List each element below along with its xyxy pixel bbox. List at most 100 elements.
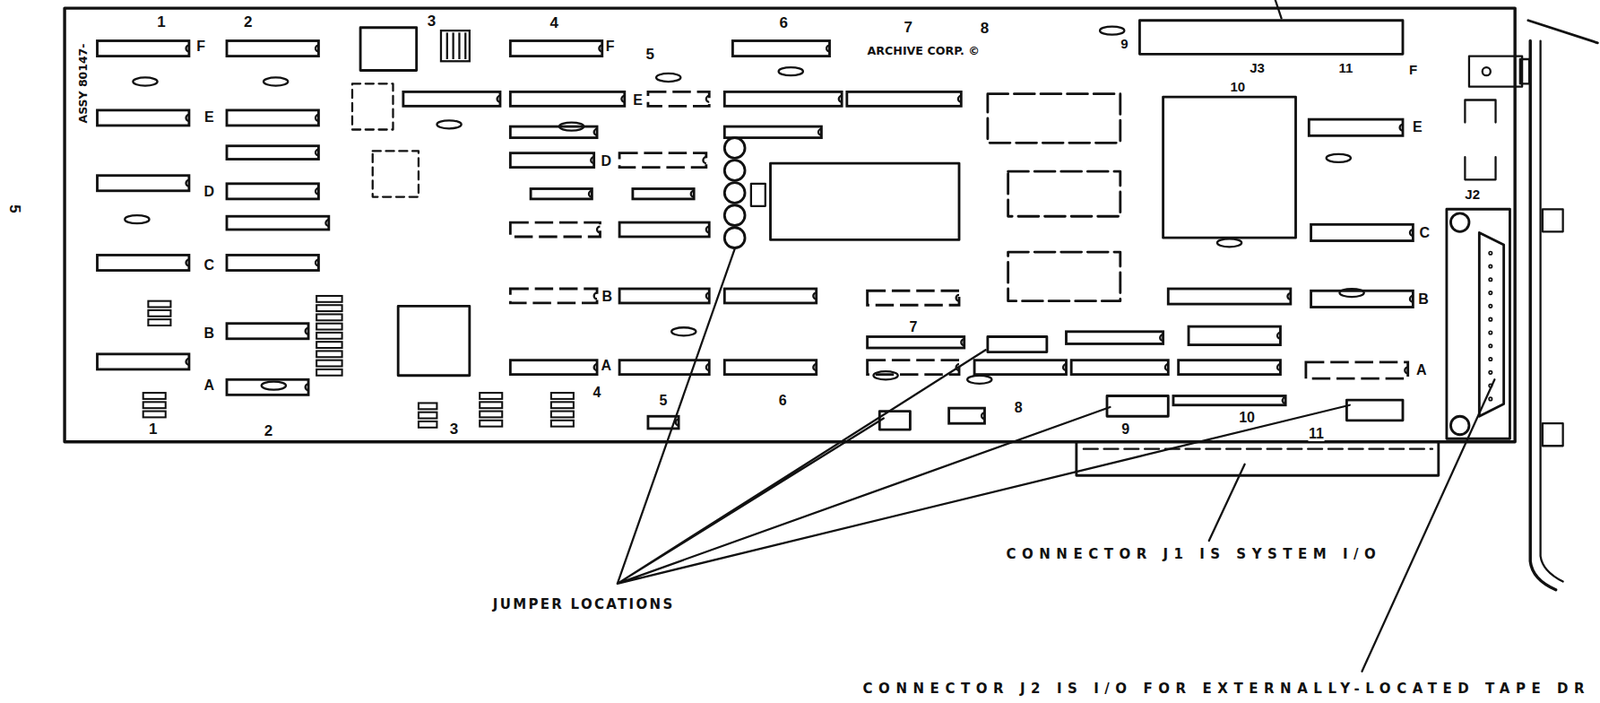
capacitor <box>124 215 149 224</box>
grid-label: 5 <box>644 46 655 62</box>
ic-chip <box>1167 288 1291 304</box>
grid-label: 6 <box>778 15 789 31</box>
crystal <box>360 27 417 71</box>
chip-notch <box>812 293 816 300</box>
capacitor <box>263 77 288 86</box>
grid-label: 10 <box>1229 78 1247 93</box>
ic-chip <box>510 222 600 237</box>
ic-chip <box>97 110 190 126</box>
chip-notch <box>497 95 501 103</box>
chip-notch <box>1404 367 1408 374</box>
resistor <box>551 401 574 408</box>
capacitor <box>967 375 992 384</box>
ic-chip <box>724 126 822 139</box>
chip-notch <box>956 294 960 302</box>
capacitor <box>1326 154 1351 163</box>
dsub-pin <box>1488 317 1492 320</box>
chip-notch <box>1282 397 1286 404</box>
grid-label: 11 <box>1307 426 1325 442</box>
grid-label: 2 <box>242 13 253 29</box>
resistor <box>147 301 171 308</box>
grid-label: 11 <box>1338 60 1355 75</box>
chip-notch <box>956 363 960 371</box>
grid-label: E <box>631 93 644 108</box>
grid-label: D <box>599 154 613 169</box>
capacitor <box>1339 288 1364 297</box>
chip-notch <box>960 338 964 346</box>
ic-chip <box>510 91 624 106</box>
chip-notch <box>675 419 679 426</box>
resistor <box>147 319 171 326</box>
ic-chip <box>1071 360 1168 375</box>
ic-chip <box>226 216 329 230</box>
ic-chip <box>97 354 190 370</box>
ic-chip <box>648 415 679 429</box>
grid-label: F <box>195 39 207 54</box>
resistor <box>418 402 437 409</box>
grid-label: 8 <box>979 19 990 35</box>
ic-chip <box>619 153 707 168</box>
chip-notch <box>706 363 710 371</box>
ic-chip <box>226 254 319 270</box>
grid-label: J2 <box>1463 187 1481 201</box>
chip-notch <box>1277 363 1280 371</box>
ic-chip <box>867 337 965 349</box>
resistor <box>551 411 574 418</box>
chip-notch <box>315 114 319 122</box>
grid-label: 5 <box>6 204 22 215</box>
resistor <box>316 350 342 357</box>
grid-label: F <box>1408 62 1419 77</box>
bracket-hole <box>1482 67 1491 76</box>
grid-label: B <box>203 326 217 341</box>
grid-label: 6 <box>778 393 788 408</box>
ic-chip <box>226 379 309 395</box>
callout-text: CONNECTOR J2 IS I/O FOR EXTERNALLY-LOCAT… <box>862 682 1592 696</box>
callout-text: CONNECTOR J1 IS SYSTEM I/O <box>1004 547 1383 562</box>
chip-notch <box>588 190 592 198</box>
grid-label: 4 <box>592 385 603 400</box>
jumper-circle <box>724 182 745 204</box>
ic-chip <box>619 222 710 237</box>
chip-notch <box>958 95 961 103</box>
dsub-pin <box>1488 397 1492 400</box>
chip-notch <box>315 149 319 156</box>
grid-label: 7 <box>908 320 918 335</box>
jumper-block <box>987 337 1047 353</box>
chip-notch <box>315 188 319 195</box>
chip-notch <box>596 226 600 234</box>
dsub-pin <box>1488 291 1492 295</box>
ic-chip <box>619 288 710 303</box>
leader-line <box>1209 464 1246 541</box>
dsub-pin <box>1488 371 1492 374</box>
ic-chip <box>974 360 1066 375</box>
resistor <box>143 411 166 418</box>
ic-chip <box>632 189 694 199</box>
chip-notch <box>305 383 309 390</box>
chip-notch <box>315 259 319 267</box>
resistor-network <box>441 30 470 61</box>
dsub-pin <box>1488 277 1492 281</box>
grid-label: E <box>203 110 216 125</box>
chip-notch <box>1063 363 1066 371</box>
chip-notch <box>594 293 597 300</box>
chip-notch <box>1287 293 1290 300</box>
resistor <box>479 411 502 418</box>
chip-notch <box>1277 332 1280 339</box>
jumper-circle <box>724 205 745 226</box>
chip-notch <box>706 226 710 234</box>
ic-chip <box>226 146 319 160</box>
ic-chip <box>226 183 319 199</box>
grid-label: C <box>1418 225 1431 241</box>
ic-chip <box>1311 224 1414 241</box>
ic-socket <box>987 94 1121 144</box>
capacitor <box>671 327 696 336</box>
resistor-network-pin <box>464 32 467 60</box>
ic-chip <box>1173 395 1286 405</box>
grid-label: 1 <box>147 421 158 437</box>
chip-notch <box>1409 229 1413 236</box>
grid-label: 3 <box>426 12 437 28</box>
resistor <box>316 323 342 330</box>
ic-chip <box>226 110 319 126</box>
ic-chip <box>867 290 960 305</box>
